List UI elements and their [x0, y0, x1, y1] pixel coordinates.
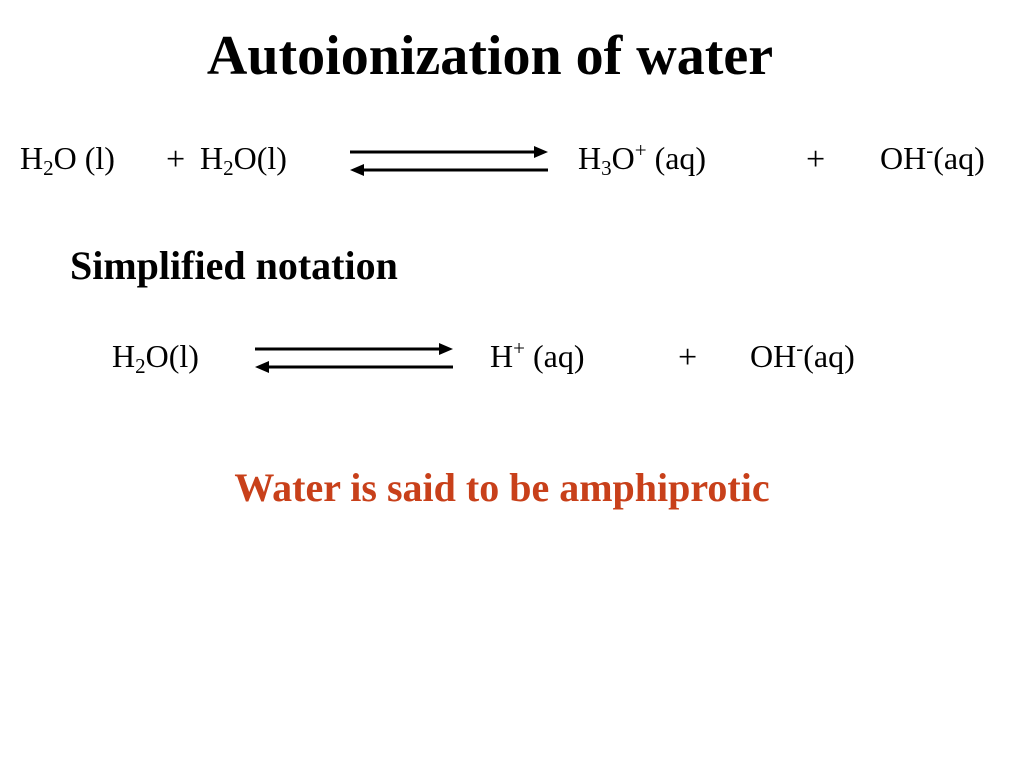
eq2-reverse-arrowhead	[255, 361, 269, 373]
eq1-reverse-arrowhead	[350, 164, 364, 176]
eq2-forward-arrowhead	[439, 343, 453, 355]
eq2-product-proton: H+ (aq)	[490, 336, 585, 374]
eq1-product-hydronium: H3O+ (aq)	[578, 138, 707, 180]
eq2-plus-products: +	[678, 339, 698, 376]
eq1-product-hydroxide: OH-(aq)	[880, 138, 985, 176]
eq2-reactant-water: H2O(l)	[112, 338, 199, 378]
eq2-product-hydroxide: OH-(aq)	[750, 336, 855, 374]
eq1-reactant-water-1: H2O (l)	[20, 140, 115, 180]
eq1-reactant-water-2: H2O(l)	[200, 140, 287, 180]
amphiprotic-note: Water is said to be amphiprotic	[234, 465, 770, 510]
eq1-equilibrium-arrows	[350, 146, 548, 176]
slide-title: Autoionization of water	[206, 25, 774, 87]
section-subheading: Simplified notation	[70, 243, 398, 288]
eq1-plus-reactants: +	[166, 141, 186, 178]
eq2-equilibrium-arrows	[255, 343, 453, 373]
eq1-plus-products: +	[806, 141, 826, 178]
eq1-forward-arrowhead	[534, 146, 548, 158]
